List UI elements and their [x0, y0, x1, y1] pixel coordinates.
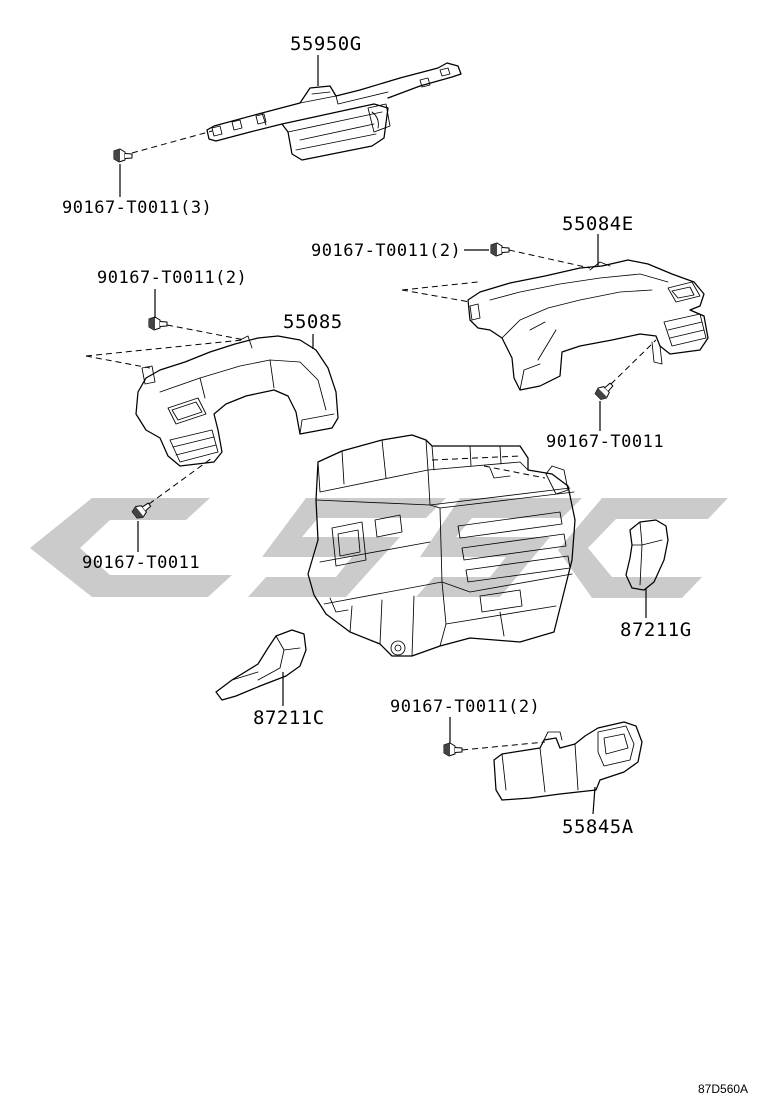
part-number-label-55084e: 55084E: [562, 213, 634, 235]
bolt-number-label: 90167-T0011: [546, 432, 664, 452]
watermark-c-shape: [558, 498, 728, 598]
part-number-label-55845a: 55845A: [562, 816, 634, 838]
bolt-number-label: 90167-T0011: [82, 553, 200, 573]
part-87211g-drawing: [625, 519, 669, 591]
part-87211c-drawing: [215, 629, 307, 701]
watermark-logo: [30, 498, 728, 598]
watermark-s-shape: [248, 498, 446, 597]
bolt-icon: [490, 242, 510, 257]
watermark-s-shape: [416, 498, 582, 597]
bolt-number-label: 90167-T0011(2): [97, 268, 247, 288]
bolt-icon: [443, 742, 463, 757]
heater-unit-drawing: [307, 434, 576, 657]
bolt-number-label: 90167-T0011(3): [62, 198, 212, 218]
bolt-number-label: 90167-T0011(2): [311, 241, 461, 261]
part-55084e-drawing: [467, 259, 709, 391]
part-55845a-drawing: [493, 721, 643, 801]
part-55950g-drawing: [206, 62, 462, 161]
watermark-chevron-shape: [30, 498, 232, 597]
part-number-label-55085: 55085: [283, 311, 343, 333]
bolt-icon: [148, 316, 168, 331]
part-number-label-55950g: 55950G: [290, 33, 362, 55]
part-number-label-87211c: 87211C: [253, 707, 325, 729]
leader-lines: [119, 55, 647, 815]
bolt-icon: [594, 382, 614, 400]
part-55085-drawing: [135, 335, 339, 467]
assembly-dashed-lines: [85, 130, 657, 751]
part-number-label-87211g: 87211G: [620, 619, 692, 641]
bolt-number-label: 90167-T0011(2): [390, 697, 540, 717]
drawing-code: 87D560A: [698, 1082, 748, 1096]
bolt-icon: [131, 502, 152, 519]
bolt-icon: [113, 148, 133, 163]
